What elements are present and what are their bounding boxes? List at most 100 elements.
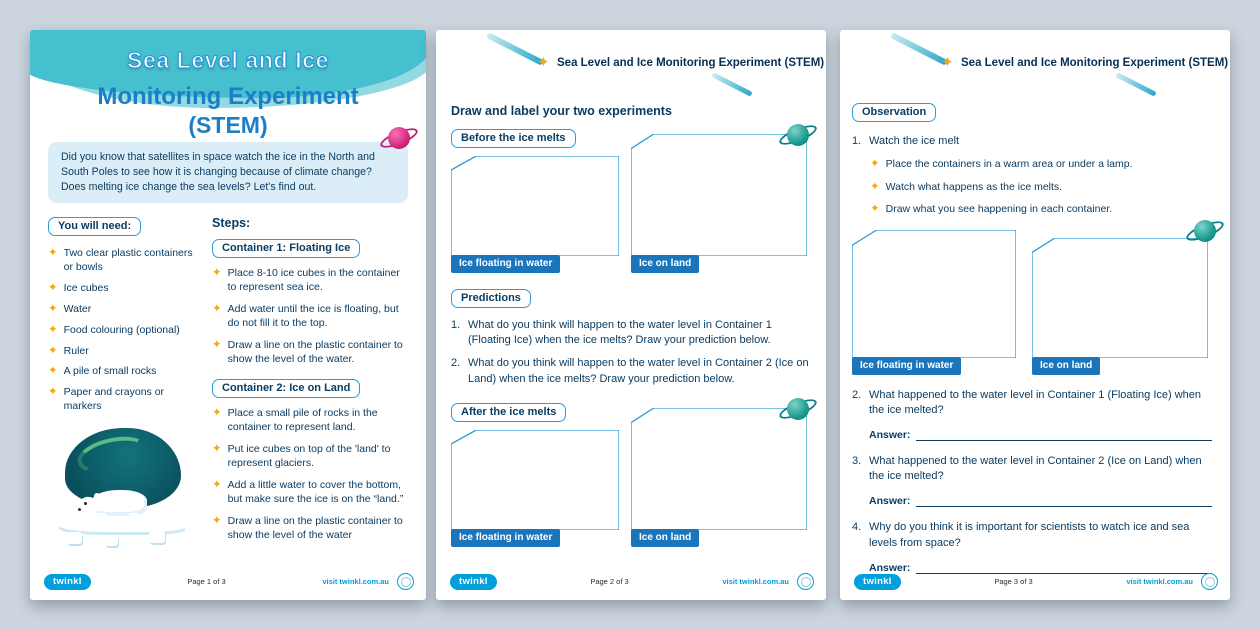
question-number: 4.	[852, 521, 862, 534]
before-boxes-row: Ice floating in water Ice on land	[451, 121, 819, 273]
step-item: ✦ Add a little water to cover the bottom…	[212, 478, 408, 506]
observation-question: 3. What happened to the water level in C…	[852, 454, 1218, 484]
question-block: 4. Why do you think it is important for …	[852, 520, 1218, 574]
question-number: 2.	[451, 357, 461, 370]
intro-box: Did you know that satellites in space wa…	[48, 142, 408, 204]
bear-nose-shape	[78, 507, 81, 511]
material-text: Food colouring (optional)	[63, 323, 180, 336]
star-bullet-icon: ✦	[212, 302, 222, 315]
answer-label: Answer:	[869, 429, 911, 442]
observation-question: 4. Why do you think it is important for …	[852, 520, 1218, 550]
star-bullet-icon: ✦	[48, 323, 58, 336]
material-text: Paper and crayons or markers	[63, 386, 165, 413]
question-number: 1.	[852, 135, 862, 147]
container-outline-shape	[451, 430, 619, 531]
ice-cube-shape	[67, 531, 82, 544]
question-number: 1.	[451, 319, 461, 331]
ice-cube-shape	[149, 530, 165, 543]
answer-row: Answer:	[869, 562, 1212, 574]
material-item: ✦ Paper and crayons or markers	[48, 385, 198, 413]
page-number: Page 3 of 3	[994, 577, 1033, 586]
page1-columns: You will need: ✦ Two clear plastic conta…	[30, 203, 426, 554]
question-text: Watch the ice melt	[869, 135, 960, 147]
answer-blank-line	[916, 430, 1212, 442]
observation-label: Observation	[852, 102, 937, 122]
twinkl-logo[interactable]: twinkl	[450, 573, 497, 590]
container-outline-shape	[631, 408, 807, 531]
step-text: Put ice cubes on top of the 'land' to re…	[227, 442, 391, 470]
ice-floating-in-water-tag: Ice floating in water	[451, 529, 561, 547]
page2-header: ✦ Sea Level and Ice Monitoring Experimen…	[436, 30, 826, 102]
after-boxes-row: Ice floating in water Ice on land	[451, 395, 819, 547]
answer-label: Answer:	[869, 495, 911, 508]
star-bullet-icon: ✦	[48, 247, 58, 260]
page-footer: twinkl Page 3 of 3 visit twinkl.com.au	[854, 573, 1218, 590]
comet-icon	[486, 32, 544, 66]
step-item: ✦ Put ice cubes on top of the 'land' to …	[212, 442, 408, 470]
observation-question: 2. What happened to the water level in C…	[852, 388, 1218, 418]
question-text: Why do you think it is important for sci…	[869, 521, 1190, 549]
material-text: Ruler	[63, 344, 89, 357]
step-item: ✦ Place 8-10 ice cubes in the container …	[212, 266, 408, 294]
comet-icon	[890, 32, 948, 66]
star-bullet-icon: ✦	[48, 344, 58, 357]
saturn-icon	[777, 393, 819, 425]
drawing-box-ice-on-land	[631, 134, 807, 256]
after-ice-melts-label: After the ice melts	[451, 402, 567, 423]
bear-leg-shape	[97, 512, 106, 523]
materials-column: You will need: ✦ Two clear plastic conta…	[48, 216, 198, 554]
question-text: What do you think will happen to the wat…	[468, 319, 772, 347]
observation-question: 1. Watch the ice melt	[852, 134, 1218, 149]
page-number: Page 1 of 3	[187, 577, 226, 586]
step-text: Add a little water to cover the bottom, …	[227, 478, 404, 505]
bear-ear-shape	[94, 492, 100, 499]
step-text: Add water until the ice is floating, but…	[227, 302, 399, 330]
material-text: Ice cubes	[63, 281, 109, 294]
material-item: ✦ Water	[48, 302, 198, 316]
material-item: ✦ Two clear plastic containers or bowls	[48, 246, 198, 274]
observation-boxes-row: Ice floating in water Ice on land	[852, 217, 1226, 375]
page-header-title: Sea Level and Ice Monitoring Experiment …	[557, 57, 825, 69]
visit-link[interactable]: visit twinkl.com.au	[1126, 577, 1193, 586]
step-text: Draw a line on the plastic container to …	[227, 514, 403, 541]
ice-cube-shape	[105, 534, 118, 546]
ice-on-land-tag: Ice on land	[631, 529, 700, 547]
visit-link[interactable]: visit twinkl.com.au	[722, 577, 789, 586]
bear-leg-shape	[129, 512, 138, 523]
container-outline-shape	[852, 230, 1016, 359]
worksheet-page-2: ✦ Sea Level and Ice Monitoring Experimen…	[436, 30, 826, 600]
planet-globe-icon	[787, 398, 809, 421]
twinkl-logo[interactable]: twinkl	[854, 573, 901, 590]
container2-label: Container 2: Ice on Land	[212, 378, 361, 399]
planet-globe-icon	[1194, 220, 1216, 243]
page-number: Page 2 of 3	[590, 577, 629, 586]
page3-header: ✦ Sea Level and Ice Monitoring Experimen…	[840, 30, 1230, 102]
material-text: Water	[63, 302, 92, 315]
drawing-box-floating-ice	[451, 430, 619, 531]
question-block: 2. What happened to the water level in C…	[852, 388, 1218, 442]
star-bullet-icon: ✦	[870, 180, 880, 193]
drawing-box-floating-ice	[852, 230, 1016, 359]
answer-row: Answer:	[869, 495, 1212, 508]
material-text: Two clear plastic containers or bowls	[63, 247, 193, 274]
material-text: A pile of small rocks	[63, 365, 157, 378]
star-bullet-icon: ✦	[48, 386, 58, 399]
drawing-box-column: Ice on land	[1032, 238, 1208, 375]
drawing-box-column: Ice floating in water	[451, 156, 619, 273]
visit-link[interactable]: visit twinkl.com.au	[322, 577, 389, 586]
material-item: ✦ A pile of small rocks	[48, 364, 198, 378]
worksheet-page-1: Sea Level and Ice Monitoring Experiment …	[30, 30, 426, 600]
step-item: ✦ Draw a line on the plastic container t…	[212, 514, 408, 542]
container1-label: Container 1: Floating Ice	[212, 238, 361, 259]
answer-blank-line	[916, 496, 1212, 508]
drawing-box-column: Ice floating in water	[451, 430, 619, 547]
star-bullet-icon: ✦	[212, 514, 222, 527]
observation-steps-list: ✦ Place the containers in a warm area or…	[870, 157, 1218, 216]
polar-bear-illustration	[53, 427, 193, 546]
answer-row: Answer:	[869, 429, 1212, 442]
prediction-question: 2. What do you think will happen to the …	[451, 356, 811, 386]
comet-icon	[711, 72, 753, 97]
twinkl-logo[interactable]: twinkl	[44, 573, 91, 590]
answer-blank-line	[916, 563, 1212, 574]
step-text: Place a small pile of rocks in the conta…	[227, 407, 378, 434]
